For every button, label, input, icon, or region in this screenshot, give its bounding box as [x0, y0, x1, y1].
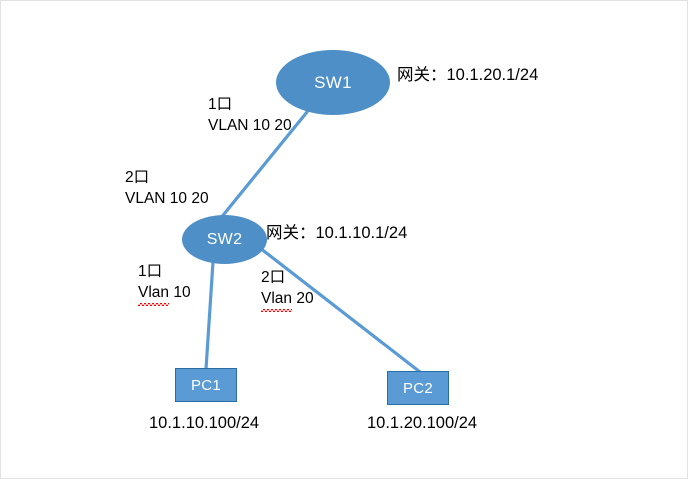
label-sw1-port-line1: 1口	[208, 96, 233, 113]
label-pc2-ip: 10.1.20.100/24	[367, 414, 478, 432]
label-sw2-port1-line2: Vlan 10	[138, 282, 191, 306]
node-sw1-label: SW1	[314, 72, 352, 92]
node-sw2-label: SW2	[206, 230, 243, 248]
label-sw2-port2: 2口 Vlan 20	[261, 267, 314, 312]
node-sw1[interactable]: SW1	[276, 50, 390, 115]
label-sw2-port2-vlan-id: 20	[292, 290, 314, 307]
spellcheck-underline-vlan-20: Vlan	[261, 290, 293, 312]
label-sw2-port1: 1口 Vlan 10	[138, 261, 191, 306]
link-sw1-sw2	[218, 110, 309, 221]
link-sw2-pc2	[258, 246, 422, 374]
node-sw2[interactable]: SW2	[182, 215, 267, 264]
label-sw2-uplink-port-line1: 2口	[125, 169, 150, 186]
label-sw2-gateway: 网关：10.1.10.1/24	[266, 224, 408, 242]
label-pc1-ip: 10.1.10.100/24	[149, 414, 260, 432]
link-sw2-pc1	[204, 260, 215, 371]
label-sw2-port1-vlan-id: 10	[169, 284, 191, 301]
label-sw2-port2-line1: 2口	[261, 269, 286, 286]
label-sw2-port1-line1: 1口	[138, 263, 163, 280]
label-sw2-uplink-port: 2口 VLAN 10 20	[125, 167, 209, 209]
label-sw1-port: 1口 VLAN 10 20	[208, 94, 292, 136]
label-sw2-uplink-port-line2: VLAN 10 20	[125, 190, 209, 207]
node-pc1-label: PC1	[190, 376, 222, 394]
node-pc2[interactable]: PC2	[387, 371, 449, 405]
node-pc1[interactable]: PC1	[175, 368, 237, 402]
label-sw1-port-line2: VLAN 10 20	[208, 117, 292, 134]
node-pc2-label: PC2	[402, 379, 434, 397]
label-sw1-gateway: 网关：10.1.20.1/24	[397, 66, 539, 84]
spellcheck-underline-vlan-10: Vlan	[138, 284, 170, 306]
label-sw2-port2-line2: Vlan 20	[261, 288, 314, 312]
